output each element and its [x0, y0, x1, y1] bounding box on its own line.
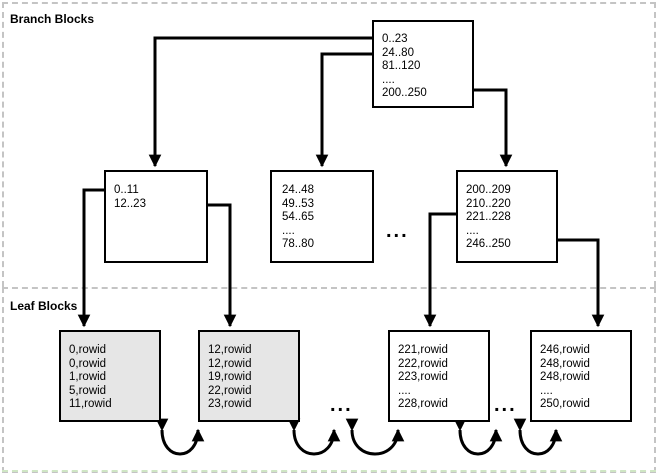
leaf-entry: 248,rowid — [540, 371, 590, 383]
arrow-root-to-branch-3 — [472, 88, 513, 168]
branch-block-3: 200..209 210..220 221..228 .... 246..250 — [456, 170, 558, 263]
branch-key-range: 246..250 — [466, 238, 511, 250]
arrow-branch-3-to-leaf-3 — [423, 212, 456, 328]
arrow-branch-1-to-leaf-2 — [206, 203, 237, 328]
branch-blocks-label: Branch Blocks — [10, 12, 95, 26]
leaf-entry: 1,rowid — [69, 371, 107, 383]
root-key-range: .... — [382, 73, 395, 86]
leaf-entry: .... — [540, 384, 553, 397]
branch-key-range: 12..23 — [114, 197, 146, 210]
arrow-branch-3-to-leaf-4 — [556, 238, 605, 328]
leaf-block-3: 221,rowid 222,rowid 223,rowid .... 228,r… — [388, 330, 490, 422]
leaf-entry: 223,rowid — [398, 371, 448, 383]
branch-key-range: .... — [466, 224, 479, 237]
branch-key-range: 78..80 — [282, 238, 314, 250]
branch-key-range: 200..209 — [466, 184, 511, 196]
leaf-entry: 228,rowid — [398, 398, 448, 410]
branch-blocks-region: Branch Blocks — [2, 2, 656, 287]
leaf-entry: 221,rowid — [398, 344, 448, 356]
root-key-range: 0..23 — [382, 33, 408, 45]
branch-block-1: 0..11 12..23 — [104, 170, 208, 263]
leaf-block-1: 0,rowid 0,rowid 1,rowid 5,rowid 11,rowid — [59, 330, 161, 422]
leaf-ellipsis-2: ... — [494, 394, 517, 416]
leaf-entry: 23,rowid — [208, 398, 252, 410]
leaf-entry: 222,rowid — [398, 357, 448, 370]
sibling-arrow-ellipsis-leaf-4 — [513, 418, 563, 456]
leaf-ellipsis-1: ... — [330, 394, 353, 416]
branch-key-range: 0..11 — [114, 184, 139, 196]
sibling-arrow-leaf-2-ellipsis — [287, 418, 341, 456]
leaf-entry: 5,rowid — [69, 384, 107, 397]
leaf-entry: 12,rowid — [208, 357, 252, 370]
leaf-entry: .... — [398, 384, 411, 397]
arrow-root-to-branch-1 — [148, 36, 372, 168]
branch-key-range: 54..65 — [282, 211, 314, 223]
sibling-arrow-leaf-3-ellipsis — [453, 418, 503, 456]
branch-key-range: 24..48 — [282, 184, 314, 196]
leaf-entry: 0,rowid — [69, 357, 107, 370]
leaf-entry: 12,rowid — [208, 344, 252, 356]
branch-key-range: 221..228 — [466, 211, 511, 223]
leaf-entry: 250,rowid — [540, 398, 590, 410]
branch-ellipsis: ... — [386, 220, 409, 242]
branch-key-range: 49..53 — [282, 197, 314, 210]
branch-key-range: .... — [282, 224, 295, 237]
leaf-entry: 248,rowid — [540, 357, 590, 370]
leaf-block-2: 12,rowid 12,rowid 19,rowid 22,rowid 23,r… — [198, 330, 300, 422]
leaf-entry: 19,rowid — [208, 371, 252, 383]
sibling-arrow-leaf-1-2a — [155, 418, 205, 456]
leaf-entry: 0,rowid — [69, 344, 107, 356]
leaf-blocks-region: Leaf Blocks — [2, 287, 656, 473]
root-key-range: 81..120 — [382, 60, 421, 72]
leaf-entry: 11,rowid — [69, 398, 112, 410]
leaf-entry: 246,rowid — [540, 344, 590, 356]
branch-block-2: 24..48 49..53 54..65 .... 78..80 — [270, 170, 374, 263]
branch-key-range: 210..220 — [466, 197, 511, 210]
leaf-entry: 22,rowid — [208, 384, 252, 397]
bottom-divider — [2, 470, 656, 472]
leaf-block-4: 246,rowid 248,rowid 248,rowid .... 250,r… — [530, 330, 632, 422]
sibling-arrow-ellipsis-leaf-3 — [345, 418, 405, 456]
root-branch-block: 0..23 24..80 81..120 .... 200..250 — [372, 20, 474, 108]
arrow-root-to-branch-2 — [315, 52, 372, 168]
root-key-range: 24..80 — [382, 46, 414, 59]
arrow-branch-1-to-leaf-1 — [77, 188, 106, 328]
leaf-blocks-label: Leaf Blocks — [10, 299, 78, 313]
root-key-range: 200..250 — [382, 87, 427, 99]
